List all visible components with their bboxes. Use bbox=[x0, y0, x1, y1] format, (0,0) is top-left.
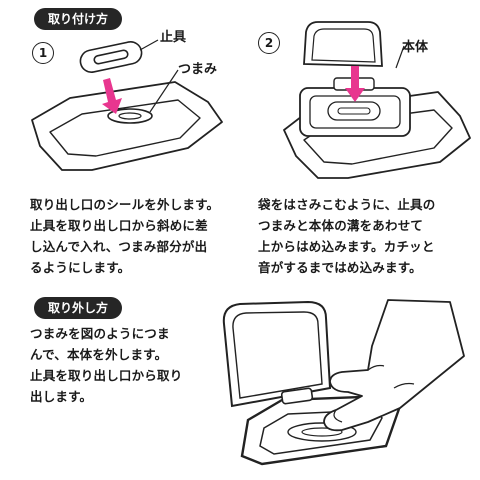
step1-illustration bbox=[31, 39, 223, 171]
remove-illustration bbox=[222, 299, 465, 466]
insert-arrow-icon bbox=[102, 78, 122, 114]
lid-open bbox=[222, 300, 332, 408]
step2-illustration bbox=[283, 21, 471, 179]
wipes-pouch bbox=[31, 81, 223, 171]
lid-open bbox=[303, 21, 383, 67]
label-body: 本体 bbox=[402, 40, 429, 55]
step1-number: 1 bbox=[32, 42, 54, 64]
step2-number: 2 bbox=[258, 32, 280, 54]
label-knob: つまみ bbox=[178, 62, 218, 77]
push-arrow-icon bbox=[345, 66, 365, 102]
label-stopper: 止具 bbox=[160, 30, 187, 45]
remove-heading: 取り外し方 bbox=[34, 297, 123, 319]
remove-instructions: つまみを図のようにつま んで、本体を外します。 止具を取り出し口から取り 出しま… bbox=[30, 326, 183, 404]
hand-pinching bbox=[323, 299, 465, 432]
step1-instructions: 取り出し口のシールを外します。 止具を取り出し口から斜めに差 し込んで入れ、つま… bbox=[30, 197, 220, 275]
lid-base bbox=[299, 87, 411, 137]
step2-instructions: 袋をはさみこむように、止具の つまみと本体の溝をあわせて 上からはめ込みます。カ… bbox=[258, 197, 436, 275]
attach-heading: 取り付け方 bbox=[34, 8, 123, 30]
stopper-part bbox=[79, 41, 143, 73]
